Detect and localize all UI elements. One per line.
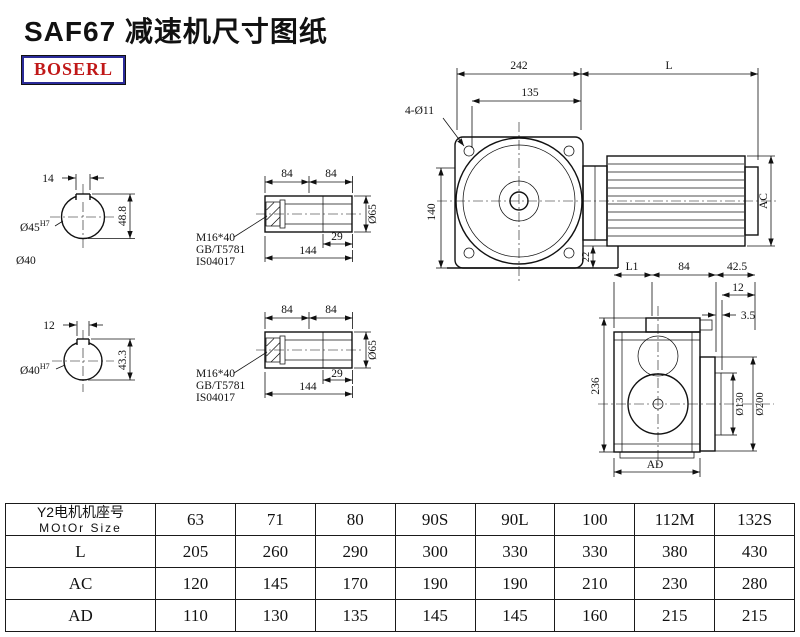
dim-d130-label: Ø130	[735, 392, 746, 415]
table-cell: 330	[474, 535, 556, 568]
shaft-outline	[264, 195, 353, 233]
front-view: 242 L 135 4-Ø11 140 22 AC	[405, 60, 776, 283]
dim-AC-label: AC	[758, 193, 770, 209]
motor-size-header-en: MOtOr Size	[39, 521, 122, 535]
dim-43-3-label: 43.3	[117, 350, 129, 370]
row-label: AC	[5, 567, 156, 600]
table-cell: 230	[634, 567, 716, 600]
dim-d65-label: Ø65	[367, 340, 379, 360]
table-cell: 145	[394, 599, 476, 632]
table-cell: 190	[394, 567, 476, 600]
table-cell: 260	[234, 535, 316, 568]
dim-140-label: 140	[426, 203, 438, 221]
bolt-spec-line1: M16*40	[196, 232, 235, 244]
table-cell: 63	[155, 503, 236, 536]
page-title: SAF67 减速机尺寸图纸	[24, 16, 328, 47]
flange-outer-circle	[455, 137, 583, 265]
table-cell: 190	[474, 567, 556, 600]
dim-L1-label: L1	[626, 261, 639, 273]
hollow-shaft-detail-top: 84 84 29 144 Ø65 M16*40 GB/T5781 IS04017	[196, 168, 379, 268]
bolt-holes-label: 4-Ø11	[405, 105, 434, 117]
motor-endcap	[744, 166, 759, 236]
output-cover-circle	[627, 373, 689, 435]
table-cell: 90S	[394, 503, 476, 536]
table-row-AD: AD 110 130 135 145 145 160 215 215	[5, 599, 795, 632]
table-cell: 430	[714, 535, 795, 568]
brand-logo: BOSERL	[20, 55, 127, 85]
dim-48-8-label: 48.8	[117, 206, 129, 226]
bolt-spec-line3: IS04017	[196, 392, 235, 404]
table-header-row: Y2电机机座号 MOtOr Size 63 71 80 90S 90L 100 …	[5, 503, 795, 536]
bolt-spec-line2: GB/T5781	[196, 244, 245, 256]
dim-3-5-label: 3.5	[741, 310, 756, 322]
bolt-spec-line3: IS04017	[196, 256, 235, 268]
table-row-L: L 205 260 290 300 330 330 380 430	[5, 535, 795, 568]
dim-L-label: L	[665, 60, 672, 72]
bore-dia-40-label: Ø40H7	[20, 362, 50, 377]
table-cell: 90L	[474, 503, 556, 536]
table-cell: 80	[314, 503, 396, 536]
dim-29-label: 29	[331, 231, 343, 243]
dim-84-right-label: 84	[325, 304, 337, 316]
dim-242-label: 242	[510, 60, 528, 72]
table-cell: 135	[314, 599, 396, 632]
motor-size-header: Y2电机机座号 MOtOr Size	[5, 503, 156, 536]
table-cell: 380	[634, 535, 716, 568]
table-cell: 71	[234, 503, 316, 536]
table-cell: 145	[474, 599, 556, 632]
dim-14-label: 14	[42, 173, 54, 185]
dim-AD-label: AD	[647, 459, 664, 471]
table-cell: 120	[155, 567, 236, 600]
dim-84-left-label: 84	[281, 168, 293, 180]
row-label: AD	[5, 599, 156, 632]
shaft-bore-circle	[509, 191, 529, 211]
dim-144-label: 144	[299, 381, 317, 393]
table-cell: 110	[155, 599, 236, 632]
dim-135-label: 135	[521, 87, 539, 99]
dim-d65-label: Ø65	[367, 204, 379, 224]
table-cell: 130	[234, 599, 316, 632]
bore-view-bottom: 12 43.3 Ø40H7	[20, 320, 135, 392]
row-label: L	[5, 535, 156, 568]
table-cell: 160	[554, 599, 636, 632]
table-cell: 132S	[714, 503, 795, 536]
shaft-outline	[264, 331, 353, 369]
table-cell: 280	[714, 567, 795, 600]
dim-d200-label: Ø200	[755, 392, 766, 415]
bore-dia-40-note: Ø40	[16, 255, 36, 267]
bolt-spec-line2: GB/T5781	[196, 380, 245, 392]
table-cell: 145	[234, 567, 316, 600]
table-cell: 215	[634, 599, 716, 632]
drawing-canvas: 242 L 135 4-Ø11 140 22 AC	[16, 60, 776, 477]
dim-29-label: 29	[331, 368, 343, 380]
motor-size-header-cn: Y2电机机座号	[36, 504, 125, 520]
dim-236-label: 236	[590, 377, 602, 395]
bolt-spec-line1: M16*40	[196, 368, 235, 380]
dim-84-right-label: 84	[325, 168, 337, 180]
table-cell: 112M	[634, 503, 716, 536]
table-cell: 300	[394, 535, 476, 568]
dimension-table: Y2电机机座号 MOtOr Size 63 71 80 90S 90L 100 …	[5, 503, 795, 632]
motor-fins	[608, 163, 744, 237]
table-row-AC: AC 120 145 170 190 190 210 230 280	[5, 567, 795, 600]
dim-42-5-label: 42.5	[727, 261, 747, 273]
table-cell: 330	[554, 535, 636, 568]
table-cell: 210	[554, 567, 636, 600]
bore-view-top: 14 48.8 Ø45H7 Ø40	[16, 173, 135, 267]
table-cell: 100	[554, 503, 636, 536]
dim-84-left-label: 84	[281, 304, 293, 316]
dim-12-label: 12	[732, 282, 744, 294]
hollow-shaft-detail-bottom: 84 84 29 144 Ø65 M16*40 GB/T5781 IS04017	[196, 304, 379, 404]
side-view: L1 84 42.5 12 3.5 236 Ø130 Ø200	[590, 261, 774, 477]
table-cell: 215	[714, 599, 795, 632]
bore-dia-45-label: Ø45H7	[20, 219, 50, 234]
table-cell: 170	[314, 567, 396, 600]
table-cell: 290	[314, 535, 396, 568]
dim-12-label: 12	[43, 320, 55, 332]
dim-22-label: 22	[581, 252, 592, 263]
table-cell: 205	[155, 535, 236, 568]
dim-144-label: 144	[299, 245, 317, 257]
dim-84-label: 84	[678, 261, 690, 273]
